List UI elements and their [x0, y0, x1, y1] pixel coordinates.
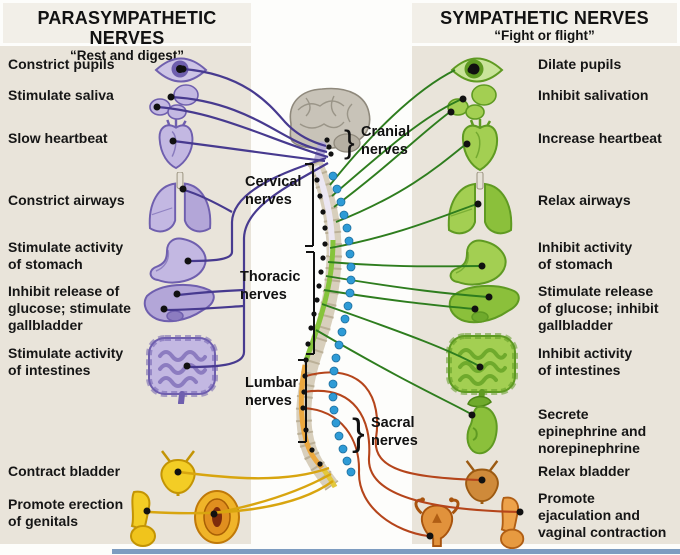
label-promote-ejaculation: Promote ejaculation and vaginal contract…	[538, 490, 667, 540]
sacral-brace: }	[352, 412, 365, 454]
brain-icon	[289, 87, 371, 175]
sympathetic-subtitle: “Fight or flight”	[494, 28, 595, 43]
lungs-icon	[142, 172, 218, 236]
label-cervical-nerves: Cervical nerves	[245, 174, 302, 208]
parasympathetic-header: PARASYMPATHETIC NERVES “Rest and digest”	[3, 3, 251, 63]
penis-icon	[490, 496, 538, 550]
penis-icon	[120, 490, 170, 548]
parasympathetic-title: PARASYMPATHETIC NERVES	[37, 8, 217, 48]
label-stimulate-stomach: Stimulate activity of stomach	[8, 239, 124, 272]
label-secrete-epinephrine: Secrete epinephrine and norepinephrine	[538, 406, 647, 456]
label-thoracic-nerves: Thoracic nerves	[240, 269, 301, 303]
heart-icon	[456, 118, 504, 172]
label-lumbar-nerves: Lumbar nerves	[245, 375, 299, 409]
label-inhibit-stomach: Inhibit activity of stomach	[538, 239, 633, 272]
eye-icon	[154, 54, 208, 86]
label-relax-bladder: Relax bladder	[538, 463, 630, 479]
label-constrict-pupils: Constrict pupils	[8, 56, 115, 72]
label-relax-airways: Relax airways	[538, 192, 631, 208]
label-dilate-pupils: Dilate pupils	[538, 56, 622, 72]
adrenal-kidney-icon	[458, 392, 502, 458]
vulva-icon	[193, 489, 241, 545]
salivary-glands-icon	[444, 84, 500, 120]
label-stimulate-glucose: Stimulate release of glucose; inhibit ga…	[538, 283, 659, 333]
liver-icon	[448, 281, 524, 331]
label-promote-erection: Promote erection of genitals	[8, 496, 124, 529]
label-inhibit-intestines: Inhibit activity of intestines	[538, 345, 633, 378]
parasympathetic-subtitle: “Rest and digest”	[69, 48, 185, 63]
label-sacral-nerves: Sacral nerves	[371, 415, 418, 449]
label-stimulate-saliva: Stimulate saliva	[8, 87, 114, 103]
heart-icon	[152, 118, 200, 170]
spine-icon	[295, 159, 343, 491]
label-cranial-nerves: Cranial nerves	[361, 124, 411, 158]
liver-icon	[143, 280, 219, 330]
label-contract-bladder: Contract bladder	[8, 463, 121, 479]
cranial-brace: }	[344, 124, 355, 160]
label-constrict-airways: Constrict airways	[8, 192, 125, 208]
label-stimulate-intestines: Stimulate activity of intestines	[8, 345, 124, 378]
sympathetic-header: SYMPATHETIC NERVES “Fight or flight”	[412, 3, 677, 43]
salivary-glands-icon	[146, 84, 202, 120]
uterus-icon	[408, 494, 466, 548]
label-inhibit-glucose: Inhibit release of glucose; stimulate ga…	[8, 283, 131, 333]
bottom-border-bar	[112, 549, 680, 554]
lungs-icon	[442, 172, 518, 238]
eye-icon	[450, 54, 504, 86]
label-slow-heartbeat: Slow heartbeat	[8, 130, 108, 146]
label-increase-heartbeat: Increase heartbeat	[538, 130, 662, 146]
sympathetic-title: SYMPATHETIC NERVES	[440, 8, 649, 28]
label-inhibit-salivation: Inhibit salivation	[538, 87, 649, 103]
intestines-icon	[144, 332, 220, 404]
